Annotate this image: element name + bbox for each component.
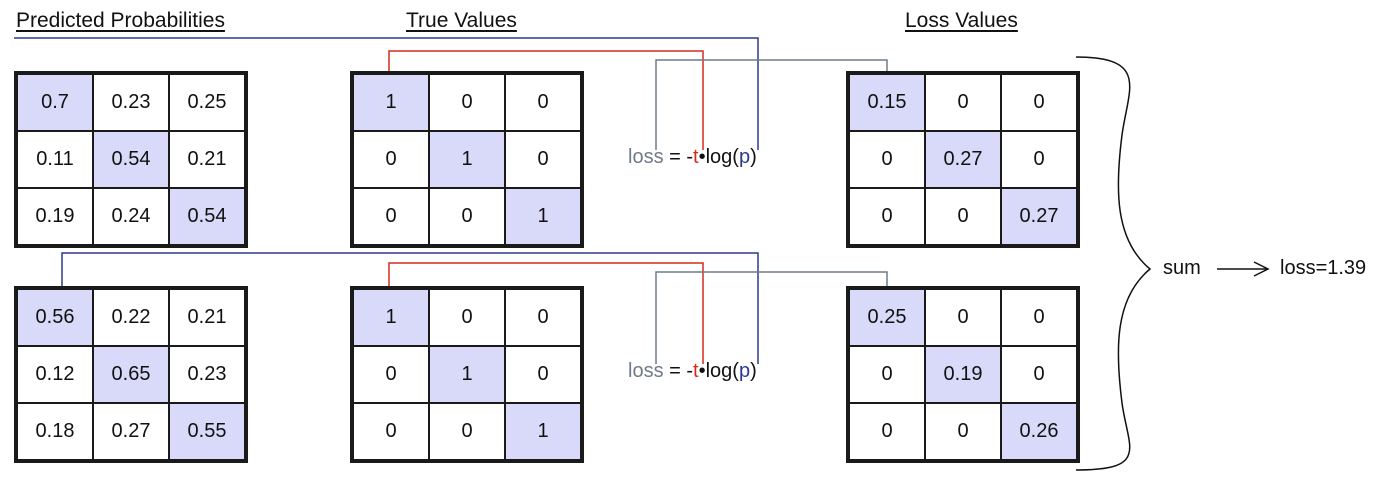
- matrix-cell: 0.56: [17, 289, 93, 346]
- matrix-cell: 0.11: [17, 131, 93, 188]
- matrix-cell: 0.19: [17, 188, 93, 245]
- matrix-cell: 0: [429, 403, 505, 460]
- matrix-cell: 0: [353, 131, 429, 188]
- loss-formula-1: loss = -t•log(p): [628, 146, 757, 169]
- matrix-cell: 0: [353, 346, 429, 403]
- matrix-cell: 0: [1001, 346, 1077, 403]
- sum-label: sum: [1163, 257, 1201, 279]
- loss-matrix-2: 0.25 0 0 0 0.19 0 0 0 0.26: [846, 286, 1080, 463]
- matrix-cell: 0.54: [93, 131, 169, 188]
- matrix-cell: 1: [353, 289, 429, 346]
- matrix-cell: 0.27: [1001, 188, 1077, 245]
- matrix-cell: 0.25: [169, 74, 245, 131]
- matrix-cell: 0: [849, 346, 925, 403]
- matrix-cell: 0.15: [849, 74, 925, 131]
- matrix-cell: 0.12: [17, 346, 93, 403]
- matrix-cell: 0: [1001, 289, 1077, 346]
- matrix-cell: 0: [505, 74, 581, 131]
- matrix-cell: 0: [925, 188, 1001, 245]
- matrix-cell: 0: [925, 289, 1001, 346]
- formula-p-term: p: [738, 146, 751, 168]
- matrix-cell: 1: [429, 131, 505, 188]
- matrix-cell: 0: [505, 289, 581, 346]
- matrix-cell: 0.21: [169, 289, 245, 346]
- matrix-cell: 0.24: [93, 188, 169, 245]
- true-matrix-2: 1 0 0 0 1 0 0 0 1: [350, 286, 584, 463]
- matrix-cell: 0: [925, 74, 1001, 131]
- predicted-matrix-2: 0.56 0.22 0.21 0.12 0.65 0.23 0.18 0.27 …: [14, 286, 248, 463]
- formula-log: •log(: [698, 360, 739, 382]
- matrix-cell: 0: [505, 346, 581, 403]
- formula-p-term: p: [738, 360, 751, 382]
- matrix-cell: 0: [429, 188, 505, 245]
- formula-t-term: t: [693, 360, 699, 382]
- matrix-cell: 0.55: [169, 403, 245, 460]
- matrix-cell: 0.23: [93, 74, 169, 131]
- matrix-cell: 1: [505, 188, 581, 245]
- matrix-cell: 0: [353, 188, 429, 245]
- matrix-cell: 0.65: [93, 346, 169, 403]
- arrow-head-icon: [1253, 261, 1270, 277]
- formula-close: ): [750, 146, 757, 168]
- matrix-cell: 0: [505, 131, 581, 188]
- matrix-cell: 0: [1001, 74, 1077, 131]
- matrix-cell: 1: [505, 403, 581, 460]
- matrix-cell: 0.7: [17, 74, 93, 131]
- formula-equals: = -: [663, 360, 694, 382]
- header-loss-values: Loss Values: [905, 9, 1018, 32]
- curly-brace: [1075, 56, 1152, 471]
- formula-equals: = -: [663, 146, 694, 168]
- predicted-matrix-1: 0.7 0.23 0.25 0.11 0.54 0.21 0.19 0.24 0…: [14, 71, 248, 248]
- matrix-cell: 1: [429, 346, 505, 403]
- matrix-cell: 0: [849, 188, 925, 245]
- matrix-cell: 0: [353, 403, 429, 460]
- matrix-cell: 0.22: [93, 289, 169, 346]
- matrix-cell: 0: [429, 289, 505, 346]
- formula-log: •log(: [698, 146, 739, 168]
- matrix-cell: 1: [353, 74, 429, 131]
- true-matrix-1: 1 0 0 0 1 0 0 0 1: [350, 71, 584, 248]
- matrix-cell: 0: [849, 403, 925, 460]
- formula-t-term: t: [693, 146, 699, 168]
- matrix-cell: 0: [925, 403, 1001, 460]
- matrix-cell: 0.54: [169, 188, 245, 245]
- matrix-cell: 0.27: [925, 131, 1001, 188]
- header-predicted-probabilities: Predicted Probabilities: [16, 9, 225, 32]
- formula-close: ): [750, 360, 757, 382]
- formula-loss-term: loss: [628, 146, 664, 168]
- header-true-values: True Values: [406, 9, 517, 32]
- matrix-cell: 0.19: [925, 346, 1001, 403]
- formula-loss-term: loss: [628, 360, 664, 382]
- matrix-cell: 0: [849, 131, 925, 188]
- matrix-cell: 0.21: [169, 131, 245, 188]
- matrix-cell: 0.25: [849, 289, 925, 346]
- matrix-cell: 0: [1001, 131, 1077, 188]
- total-loss-value: loss=1.39: [1280, 257, 1367, 279]
- matrix-cell: 0.26: [1001, 403, 1077, 460]
- matrix-cell: 0: [429, 74, 505, 131]
- loss-formula-2: loss = -t•log(p): [628, 360, 757, 383]
- matrix-cell: 0.27: [93, 403, 169, 460]
- matrix-cell: 0.23: [169, 346, 245, 403]
- loss-matrix-1: 0.15 0 0 0 0.27 0 0 0 0.27: [846, 71, 1080, 248]
- matrix-cell: 0.18: [17, 403, 93, 460]
